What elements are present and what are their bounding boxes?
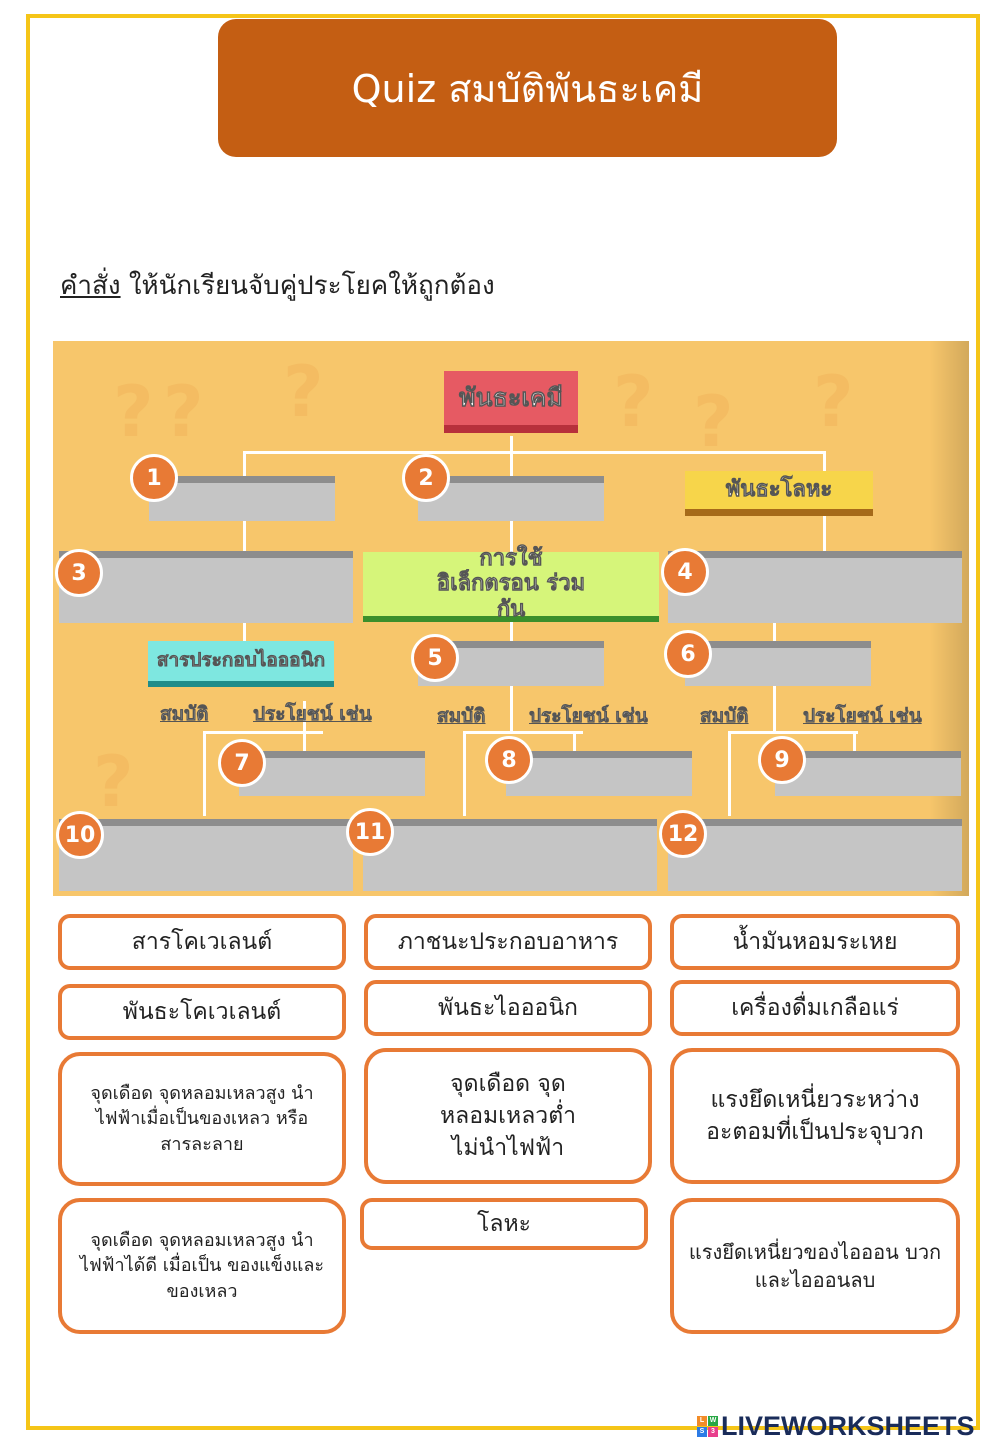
use-label: ประโยชน์ เช่น [529,705,648,728]
metal-bond-tag: พันธะโลหะ [685,471,873,516]
background-question-mark: ? [283,351,324,433]
ionic-compound-tag: สารประกอบไอออนิก [148,641,334,687]
property-label: สมบัติ [437,705,486,728]
answer-card[interactable]: น้ำมันหอมระเหย [670,914,960,970]
brand-name: LIVEWORKSHEETS [721,1411,975,1441]
connector-line [773,686,776,731]
background-question-mark: ? [693,381,734,463]
connector-line [728,731,731,816]
connector-line [510,621,513,641]
background-question-mark: ? [113,371,154,453]
number-badge-11: 11 [346,808,394,856]
answer-slot-9[interactable] [775,751,961,796]
property-label: สมบัติ [700,705,749,728]
background-question-mark: ? [613,361,654,443]
connector-line [510,686,513,731]
answer-card[interactable]: แรงยึดเหนี่ยวระหว่าง อะตอมที่เป็นประจุบว… [670,1048,960,1184]
answer-card[interactable]: โลหะ [360,1198,648,1250]
use-label: ประโยชน์ เช่น [253,703,372,726]
connector-line [203,731,323,734]
number-badge-3: 3 [55,549,103,597]
answer-card[interactable]: แรงยึดเหนี่ยวของไอออน บวกและไอออนลบ [670,1198,960,1334]
background-question-mark: ? [813,361,854,443]
connector-line [823,451,826,476]
answer-card[interactable]: พันธะไอออนิก [364,980,652,1036]
instruction: คำสั่ง ให้นักเรียนจับคู่ประโยคให้ถูกต้อง [60,265,495,306]
answer-card[interactable]: สารโคเวเลนต์ [58,914,346,970]
concept-map: ? ? ? ? ? ? ? พันธะเคมี พันธะโลหะ การใช้… [53,341,969,896]
answer-slot-6[interactable] [685,641,871,686]
answer-slot-10[interactable] [59,819,353,891]
shared-electrons-tag: การใช้อิเล็กตรอน ร่วมกัน [363,546,659,622]
answer-card[interactable]: จุดเดือด จุด หลอมเหลวต่ำ ไม่นำไฟฟ้า [364,1048,652,1184]
page-frame [26,14,980,1430]
instruction-text: ให้นักเรียนจับคู่ประโยคให้ถูกต้อง [120,271,495,301]
brand-mark-icon: L W S 3 [697,1416,718,1437]
connector-line [243,451,823,454]
connector-line [728,731,858,734]
connector-line [463,731,583,734]
connector-line [463,731,466,816]
page-title: Quiz สมบัติพันธะเคมี [218,19,837,157]
answer-card[interactable]: เครื่องดื่มเกลือแร่ [670,980,960,1036]
connector-line [303,701,306,751]
number-badge-7: 7 [218,739,266,787]
number-badge-9: 9 [758,736,806,784]
number-badge-8: 8 [485,736,533,784]
connector-line [203,731,206,816]
answer-card[interactable]: จุดเดือด จุดหลอมเหลวสูง นำไฟฟ้าเมื่อเป็น… [58,1052,346,1186]
answer-slot-4[interactable] [668,551,962,623]
connector-line [243,521,246,551]
connector-line [773,621,776,641]
answer-slot-1[interactable] [149,476,335,521]
answer-slot-12[interactable] [668,819,962,891]
answer-slot-3[interactable] [59,551,353,623]
answer-slot-7[interactable] [239,751,425,796]
number-badge-2: 2 [402,454,450,502]
liveworksheets-logo: L W S 3 LIVEWORKSHEETS [697,1411,975,1442]
number-badge-10: 10 [56,811,104,859]
background-question-mark: ? [93,741,134,823]
number-badge-4: 4 [661,548,709,596]
number-badge-12: 12 [659,810,707,858]
answer-card[interactable]: ภาชนะประกอบอาหาร [364,914,652,970]
instruction-label: คำสั่ง [60,271,121,301]
use-label: ประโยชน์ เช่น [803,705,922,728]
connector-line [573,731,576,756]
number-badge-6: 6 [664,630,712,678]
answer-card[interactable]: พันธะโคเวเลนต์ [58,984,346,1040]
answer-slot-11[interactable] [363,819,657,891]
background-question-mark: ? [163,371,204,453]
answer-slot-8[interactable] [506,751,692,796]
connector-line [243,451,246,476]
property-label: สมบัติ [160,703,209,726]
connector-line [243,621,246,641]
number-badge-5: 5 [411,634,459,682]
connector-line [853,731,856,751]
connector-line [823,516,826,551]
answer-card[interactable]: จุดเดือด จุดหลอมเหลวสูง นำไฟฟ้าได้ดี เมื… [58,1198,346,1334]
root-concept-tag: พันธะเคมี [444,371,578,433]
number-badge-1: 1 [130,454,178,502]
